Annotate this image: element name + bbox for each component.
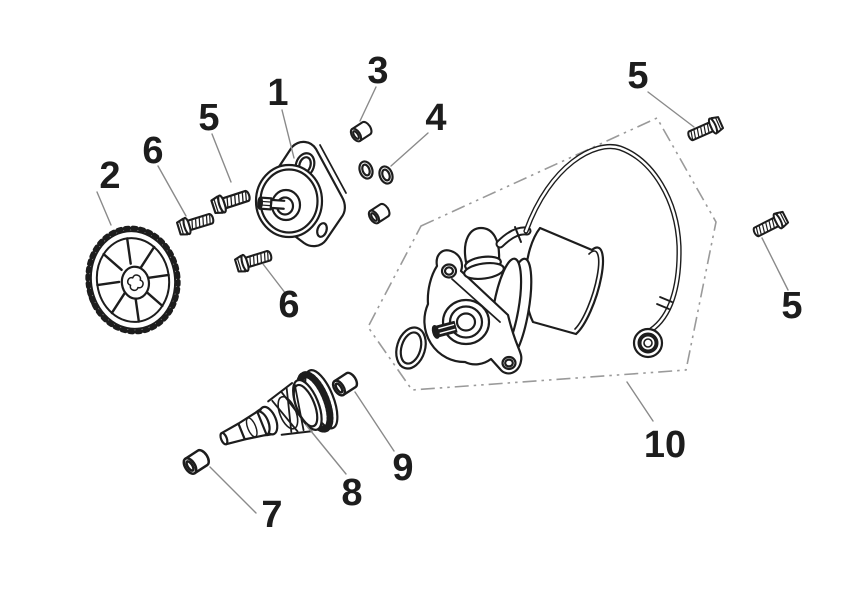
pump-slot-hole bbox=[316, 222, 328, 238]
leader-line-4 bbox=[390, 132, 429, 167]
oil-pump-assembly bbox=[254, 140, 347, 248]
callout-9: 9 bbox=[392, 447, 413, 489]
leader-line-5-top-right bbox=[647, 91, 695, 128]
pump-shaft-end bbox=[257, 196, 264, 210]
sprocket-center-hole bbox=[126, 274, 144, 292]
shaft-end bbox=[431, 325, 440, 339]
leader-line-8 bbox=[305, 424, 347, 475]
boot-collar-lower bbox=[463, 261, 505, 281]
cable-core bbox=[524, 145, 681, 332]
pump-plate-edge bbox=[319, 144, 347, 194]
drive-shaft-tip-end bbox=[219, 431, 229, 446]
callout-5-top-left: 5 bbox=[198, 97, 219, 139]
leader-line-3 bbox=[359, 86, 377, 122]
flange-ear-hole-upper-inner bbox=[443, 266, 455, 276]
sprocket-thickness-edge bbox=[86, 270, 96, 310]
callout-4: 4 bbox=[425, 97, 446, 139]
pump-drive-shaft bbox=[257, 196, 286, 211]
cable-crimp-band bbox=[656, 296, 673, 310]
drive-gear-front-face bbox=[292, 383, 319, 428]
leader-line-7 bbox=[209, 466, 257, 514]
leader-line-6-lower bbox=[262, 263, 287, 295]
callout-8: 8 bbox=[341, 472, 362, 514]
callout-2: 2 bbox=[99, 155, 120, 197]
callout-6-lower: 6 bbox=[278, 284, 299, 326]
sprocket-hub bbox=[120, 265, 151, 300]
leader-lines bbox=[96, 86, 789, 514]
shaft-spline-grooves bbox=[435, 323, 456, 335]
leader-line-1 bbox=[281, 109, 295, 159]
pump-shaft-stem bbox=[269, 198, 286, 210]
callout-6-upper: 6 bbox=[142, 130, 163, 172]
pinion-cone-edges bbox=[267, 382, 313, 436]
motor-end-cap-seam bbox=[574, 250, 600, 330]
sprocket-spokes bbox=[96, 237, 170, 323]
gasket-outer bbox=[395, 326, 427, 370]
callout-5-top-right: 5 bbox=[627, 55, 648, 97]
callout-7: 7 bbox=[261, 494, 282, 536]
callout-labels: 1 2 3 4 5 5 5 6 6 7 8 9 10 bbox=[99, 50, 802, 536]
terminal-boot bbox=[463, 226, 501, 264]
leader-line-6-upper bbox=[157, 165, 187, 217]
starter-motor-gasket bbox=[395, 326, 427, 370]
parts-linework bbox=[85, 114, 791, 478]
sprocket-teeth-ring bbox=[85, 225, 181, 335]
leader-line-2 bbox=[96, 191, 112, 226]
callout-10: 10 bbox=[644, 424, 686, 466]
leader-line-10 bbox=[626, 381, 654, 422]
pinion-mid-ring bbox=[277, 395, 299, 430]
pinion-teeth bbox=[271, 383, 311, 433]
starter-drive-gear bbox=[219, 369, 339, 446]
ring-terminal-annulus bbox=[637, 332, 659, 354]
leader-line-5-top-left bbox=[211, 133, 232, 183]
cable-elbow-band bbox=[514, 226, 522, 243]
motor-boss-inner bbox=[455, 312, 477, 332]
drive-shaft-band bbox=[245, 417, 258, 438]
gasket-inner bbox=[399, 331, 423, 365]
cam-chain-sprocket bbox=[85, 225, 181, 335]
motor-pinion-shaft bbox=[431, 320, 458, 339]
ring-terminal-hole bbox=[643, 338, 653, 348]
callout-3: 3 bbox=[367, 50, 388, 92]
starter-motor bbox=[423, 144, 682, 375]
leader-line-5-right bbox=[761, 237, 789, 291]
starter-cable bbox=[495, 144, 682, 359]
flange-ear-hole-lower-inner bbox=[504, 358, 514, 368]
callout-1: 1 bbox=[267, 72, 288, 114]
callout-5-right: 5 bbox=[781, 285, 802, 327]
starter-motor-assembly-boundary bbox=[367, 116, 717, 391]
leader-line-9 bbox=[354, 391, 395, 452]
flange-arm-edge bbox=[451, 278, 501, 323]
